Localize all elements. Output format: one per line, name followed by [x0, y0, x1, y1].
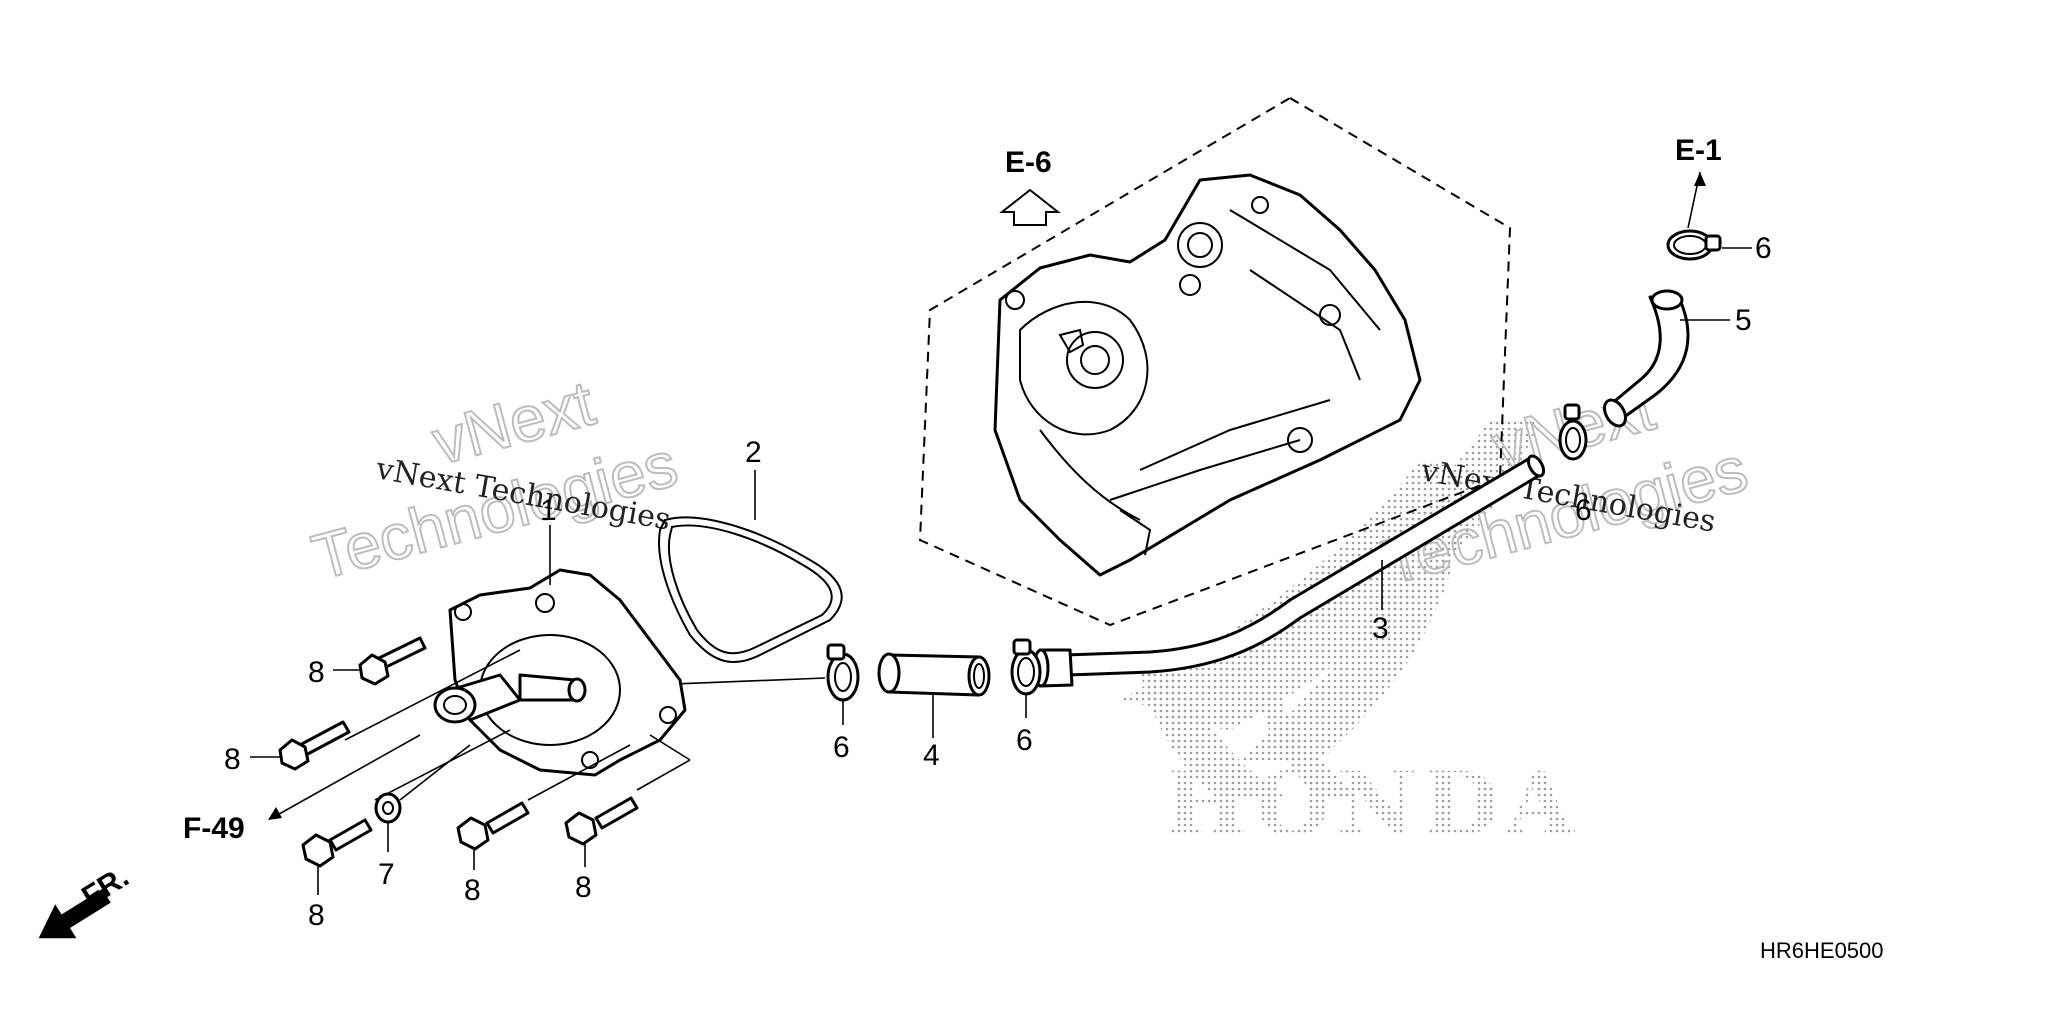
ref-f49-label: F-49 — [183, 812, 245, 845]
engine-case-illustration — [918, 96, 1512, 627]
callout-3: 3 — [1372, 612, 1389, 645]
ref-e1-label: E-1 — [1675, 134, 1722, 167]
front-direction-arrow-icon — [38, 889, 111, 939]
part-2-gasket — [658, 516, 843, 664]
part-6-clamp-upper — [1666, 229, 1722, 261]
part-7-washer — [374, 792, 402, 824]
callout-2: 2 — [745, 436, 762, 469]
callout-8-d: 8 — [464, 874, 481, 907]
callout-6-middle: 6 — [1575, 494, 1592, 527]
callout-8-a: 8 — [308, 656, 325, 689]
part-4-hose — [877, 652, 991, 697]
up-arrow-icon — [999, 188, 1061, 226]
callout-6-left: 6 — [833, 731, 850, 764]
part-6-clamp-middle — [1558, 403, 1588, 461]
callout-7: 7 — [378, 858, 395, 891]
part-8-bolt-e — [564, 796, 639, 846]
part-1-water-pump-cover — [433, 568, 687, 777]
part-5-hose — [1603, 289, 1690, 428]
callout-6-right: 6 — [1016, 724, 1033, 757]
callout-8-b: 8 — [224, 743, 241, 776]
part-8-bolt-c — [301, 818, 373, 868]
part-8-bolt-d — [456, 801, 530, 851]
part-8-bolt-a — [358, 636, 427, 686]
diagram-code: HR6HE0500 — [1760, 938, 1884, 963]
callout-8-e: 8 — [575, 871, 592, 904]
callout-5: 5 — [1735, 304, 1752, 337]
callout-8-c: 8 — [308, 899, 325, 932]
part-6-clamp-right — [1010, 638, 1042, 696]
callout-4: 4 — [923, 739, 940, 772]
callout-1: 1 — [540, 494, 557, 527]
part-6-clamp-left — [826, 643, 860, 702]
honda-brand-text: HONDA — [1165, 752, 1580, 856]
part-8-bolt-b — [278, 720, 351, 771]
ref-e6-label: E-6 — [1005, 146, 1052, 179]
callout-6-upper: 6 — [1755, 232, 1772, 265]
